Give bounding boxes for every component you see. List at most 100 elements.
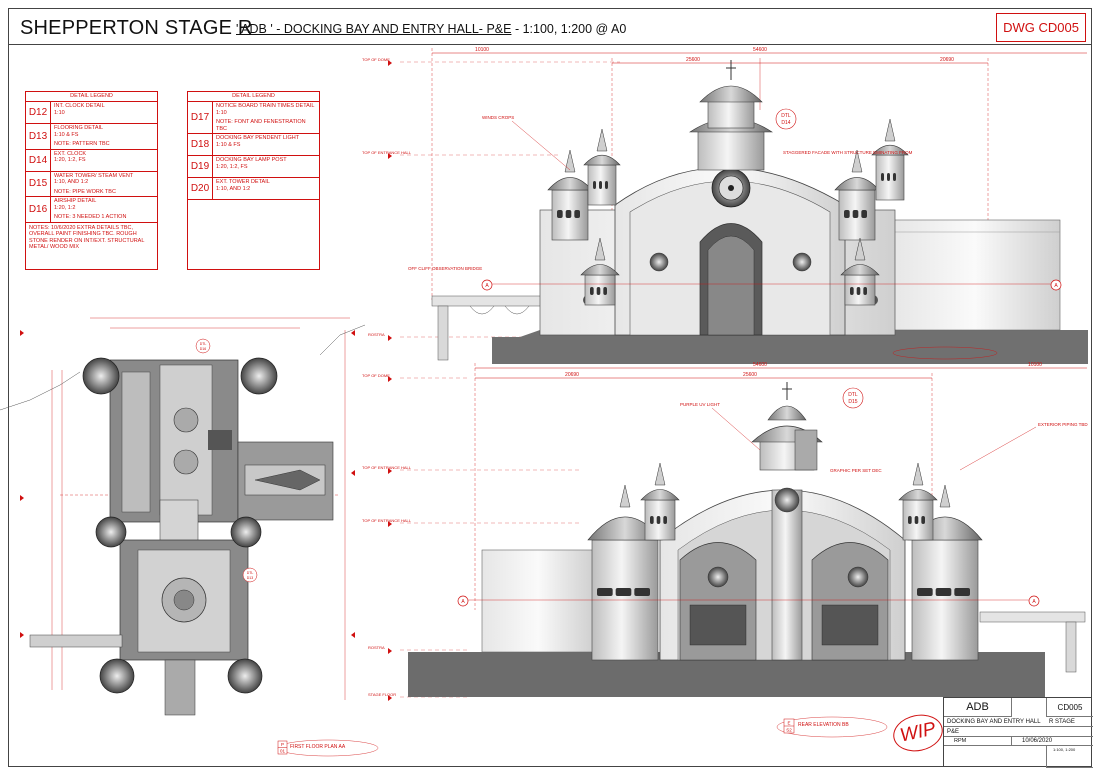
legend-note: NOTE: PIPE WORK TBC (54, 188, 116, 195)
note-winds-crops: WINDS CROPS (482, 115, 514, 120)
dim-left: 10100 (475, 47, 489, 53)
legend-sub: 1:10, AND 1:2 (54, 179, 89, 185)
dim-b: 25600 (743, 372, 757, 378)
section-mark-left: A (461, 599, 465, 605)
legend-text: DOCKING BAY LAMP POST (216, 157, 287, 163)
tb-type: P&E (947, 729, 960, 735)
tb-scale: 1:100, 1:200 (1053, 747, 1076, 752)
rear-elevation: 54600 20690 25600 10100 TOP OF DOME TOP … (362, 362, 1088, 738)
legend-code: D13 (26, 124, 51, 149)
first-floor-plan: DTL D16 DTL D13 P 01 FIRST FLOOR PLAN AA (0, 317, 379, 757)
legend-text: FLOORING DETAIL (54, 125, 104, 131)
front-tower-left-inner (583, 128, 621, 206)
note-staggered-facade: STAGGERED FACADE WITH STRUCTURE EMINATIN… (783, 150, 913, 155)
note-observation-bridge: OFF CLIFF OBSERVATION BRIDGE (408, 266, 482, 271)
legend-code: D20 (188, 178, 213, 199)
plan-callout-code: D16 (200, 347, 206, 351)
level-top-of-dome: TOP OF DOME (362, 57, 390, 62)
front-tower-low-left (580, 237, 620, 306)
view-num: 01 (280, 749, 286, 754)
legend-title: DETAIL LEGEND (188, 92, 319, 102)
drawing-number-box: DWG CD005 (996, 13, 1086, 42)
tb-drawn-by: RPM (954, 738, 967, 744)
section-mark-left: A (485, 283, 489, 289)
drawing-sheet-border (8, 8, 1092, 767)
level-top-of-entrance-hall: TOP OF ENTRANCE HALL (362, 150, 412, 155)
front-tower-right-inner (871, 118, 909, 201)
dim-overall: 54600 (753, 47, 767, 53)
callout-dtl: DTL (781, 113, 791, 119)
legend-code: D19 (188, 156, 213, 177)
legend-sub: 1:20, 1:2 (54, 204, 76, 211)
tb-drawn-cell: RPM (944, 737, 1012, 746)
note-exterior-piping: EXTERIOR PIPING TBD (1038, 422, 1088, 427)
callout-dtl: DTL (848, 392, 858, 398)
legend-sub: 1:10, AND 1:2 (216, 185, 251, 192)
front-elevation: 54600 10100 25600 20690 TOP OF DOME TOP … (362, 47, 1088, 364)
front-tower-low-right (840, 237, 880, 306)
title-bar: SHEPPERTON STAGE R ' ADB ' - DOCKING BAY… (8, 8, 1092, 45)
level-rostra: ROSTRA (368, 332, 385, 337)
view-code: P (281, 742, 284, 747)
tb-description: DOCKING BAY AND ENTRY HALL (947, 719, 1041, 725)
legend-text: AIRSHIP DETAIL (54, 198, 97, 204)
tb-project-cell: ADB (944, 698, 1012, 717)
legend-code: D18 (188, 134, 213, 155)
drawing-title-main: ' ADB ' - DOCKING BAY AND ENTRY HALL- P&… (236, 22, 512, 36)
legend-notes: NOTES: 10/6/2020 EXTRA DETAILS TBC, OVER… (29, 224, 145, 251)
tb-date-cell: 10/06/2020 (1012, 737, 1093, 746)
callout-code: D14 (781, 120, 790, 126)
tb-date: 10/06/2020 (1022, 738, 1053, 744)
dim-right: 10100 (1028, 362, 1042, 368)
level-4: STAGE FLOOR (368, 692, 396, 697)
tb-desc-cell: DOCKING BAY AND ENTRY HALL (944, 717, 1046, 727)
tb-drawing-no: CD005 (1057, 703, 1083, 712)
legend-note: NOTE: 3 NEEDED 1 ACTION (54, 214, 127, 220)
legend-note: NOTE: PATTERN TBC (54, 141, 110, 147)
level-1: TOP OF ENTRANCE HALL (362, 465, 412, 470)
studio-name: SHEPPERTON STAGE R (20, 17, 253, 39)
tb-stage: R STAGE (1049, 719, 1075, 725)
legend-code: D16 (26, 197, 51, 222)
dim-b: 20690 (940, 57, 954, 63)
drawing-title-scale: - 1:100, 1:200 @ A0 (511, 22, 627, 36)
dim-a: 20690 (565, 372, 579, 378)
front-tower-left-outer (547, 149, 593, 241)
legend-text: INT. CLOCK DETAIL (54, 103, 105, 109)
level-0: TOP OF DOME (362, 373, 390, 378)
legend-code: D15 (26, 171, 51, 196)
legend-text: EXT. TOWER DETAIL (216, 179, 270, 185)
legend-sub: 1:20, 1:2, FS (54, 157, 86, 163)
legend-code: D14 (26, 149, 51, 171)
legend-sub: 1:20, 1:2, FS (216, 163, 248, 170)
note-graphic: GRAPHIC PER SET DEC (830, 468, 882, 473)
view-num: S2 (786, 728, 792, 733)
legend-title: DETAIL LEGEND (26, 92, 157, 102)
legend-sub: 1:10 & FS (54, 131, 79, 138)
drawing-title: ' ADB ' - DOCKING BAY AND ENTRY HALL- P&… (236, 22, 626, 36)
view-title-rear-elevation: REAR ELEVATION BB (798, 722, 849, 728)
tb-scale-cell: 1:100, 1:200 (1046, 746, 1093, 768)
legend-text: EXT. CLOCK (54, 150, 87, 157)
legend-text: WATER TOWER/ STEAM VENT (54, 172, 134, 179)
title-block: ADB CD005 DOCKING BAY AND ENTRY HALL R S… (943, 697, 1093, 768)
level-3: ROSTRA (368, 645, 385, 650)
